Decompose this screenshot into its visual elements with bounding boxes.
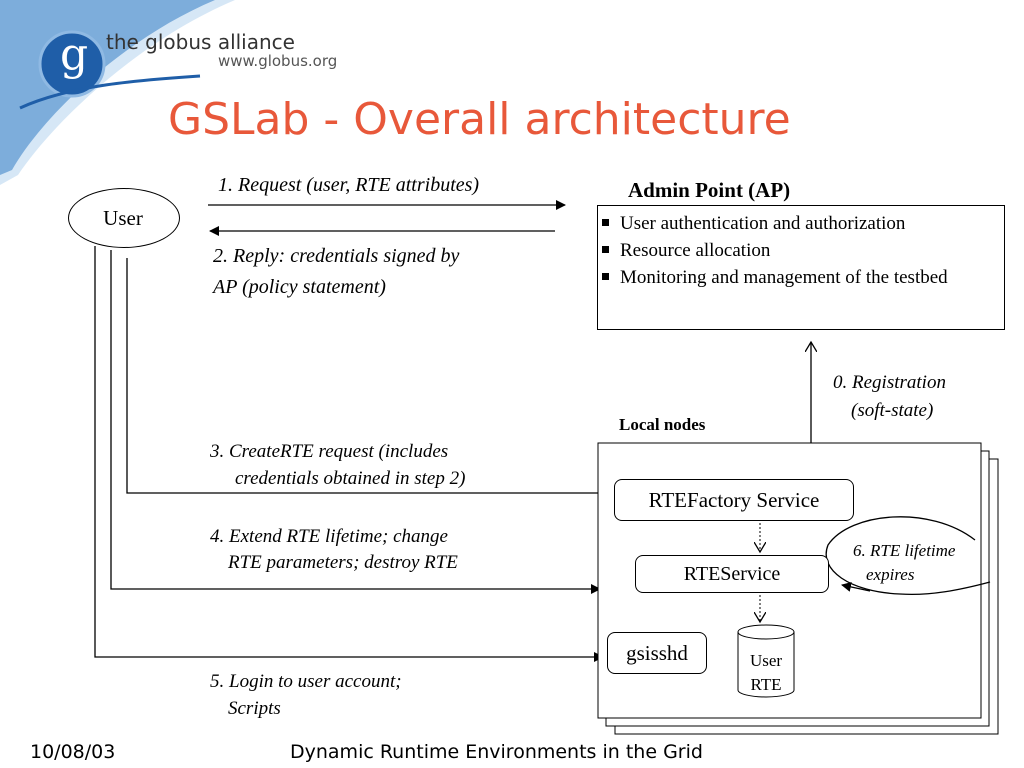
footer-caption: Dynamic Runtime Environments in the Grid [290, 741, 703, 763]
registration-label-line2: (soft-state) [851, 400, 934, 421]
extend-label-line1: 4. Extend RTE lifetime; change [210, 526, 448, 547]
create-rte-arrow [126, 258, 613, 498]
admin-point-item: User authentication and authorization [598, 210, 1004, 237]
admin-point-heading: Admin Point (AP) [628, 178, 791, 202]
gsisshd-box: gsisshd [607, 632, 707, 674]
lifetime-expiry-arrow [841, 581, 871, 592]
reply-label-line2: AP (policy statement) [213, 276, 386, 298]
expire-label-line2: expires [866, 565, 915, 584]
create-label-line2: credentials obtained in step 2) [235, 468, 466, 489]
login-arrow [94, 246, 604, 662]
footer-date: 10/08/03 [30, 741, 116, 763]
lifetime-expiry-curve [825, 516, 991, 596]
slide-title: GSLab - Overall architecture [168, 94, 791, 145]
request-label: 1. Request (user, RTE attributes) [218, 174, 480, 196]
logo-letter: g [60, 29, 89, 80]
login-label-line1: 5. Login to user account; [210, 671, 402, 692]
create-label-line1: 3. CreateRTE request (includes [210, 441, 449, 462]
local-nodes-heading: Local nodes [619, 415, 706, 434]
logo-url: www.globus.org [218, 52, 338, 70]
reply-label-line1: 2. Reply: credentials signed by [213, 245, 460, 267]
rtefactory-service-box: RTEFactory Service [614, 479, 854, 521]
extend-rte-arrow [110, 250, 601, 594]
user-node [68, 188, 180, 248]
admin-point-item: Resource allocation [598, 237, 1004, 264]
admin-point-item: Monitoring and management of the testbed [598, 264, 960, 291]
expire-label-line1: 6. RTE lifetime [853, 541, 956, 560]
user-rte-label-line2: RTE [750, 675, 782, 694]
admin-point-list: User authentication and authorization Re… [598, 210, 1004, 291]
user-node-label: User [103, 206, 143, 230]
login-label-line2: Scripts [228, 698, 281, 719]
registration-label-line1: 0. Registration [833, 372, 946, 393]
user-rte-label-line1: User [749, 651, 783, 670]
logo-circle [40, 32, 104, 96]
extend-label-line2: RTE parameters; destroy RTE [228, 552, 458, 573]
rteservice-box: RTEService [635, 555, 829, 593]
admin-point-box: User authentication and authorization Re… [597, 205, 1005, 330]
logo-name: the globus alliance [106, 30, 295, 54]
user-rte-cylinder [737, 624, 795, 698]
